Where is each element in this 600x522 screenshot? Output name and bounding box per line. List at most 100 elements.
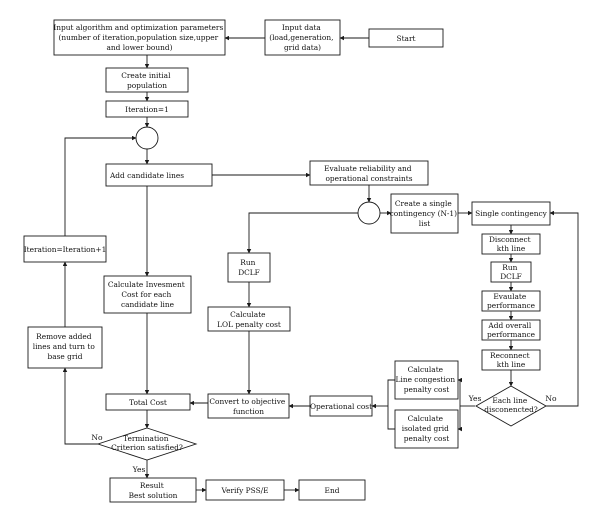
label-each-line-no: No <box>545 394 557 403</box>
node-add-overall: Add overall performance <box>481 319 541 341</box>
node-evaluate-performance: Evaulate performance <box>481 290 541 312</box>
node-remove-line-1: Remove added <box>36 332 92 341</box>
node-reconnect-line-1: Reconnect <box>490 351 530 360</box>
node-input-params: Input algorithm and optimization paramet… <box>53 19 226 56</box>
decision-each-line: Each line disconencted? <box>475 385 547 427</box>
node-isolated-grid: Calculate isolated grid penalty cost <box>394 409 459 449</box>
node-input-data-line-3: grid data) <box>284 43 321 52</box>
node-run-dclf-left-line-2: DCLF <box>238 268 260 277</box>
label-each-line-yes: Yes <box>468 394 482 403</box>
node-create-list-line-2: contingency (N-1) <box>390 209 458 218</box>
node-result: Result Best solution <box>109 477 197 503</box>
node-result-line-1: Result <box>140 481 164 490</box>
edge-junction2-to-run-dclf <box>246 212 358 254</box>
decision-termination-line-2: Criterion satisfied? <box>111 443 183 452</box>
node-input-params-line-2: (number of iteration,population size,upp… <box>58 33 218 42</box>
node-result-line-2: Best solution <box>129 491 178 500</box>
node-investment-cost: Calculate Invesment Cost for each candid… <box>103 275 192 314</box>
node-start: Start <box>368 28 444 48</box>
node-iteration-init: Iteration=1 <box>105 100 189 118</box>
node-run-dclf-right-line-1: Run <box>502 263 517 272</box>
node-disconnect: Disconnect kth line <box>481 233 541 255</box>
node-input-data-line-1: Input data <box>282 23 322 32</box>
node-invest-line-3: candidate line <box>121 300 174 309</box>
label-termination-yes: Yes <box>132 465 146 474</box>
svg-text:Run DCLF: Run DCLF <box>500 263 522 281</box>
node-run-dclf-left: Run DCLF <box>227 252 271 283</box>
node-iteration-init-label: Iteration=1 <box>125 105 169 114</box>
node-total-label: Total Cost <box>129 398 167 407</box>
node-create-list: Create a single contingency (N-1) list <box>390 193 459 234</box>
node-isolated-line-2: isolated grid <box>402 424 449 433</box>
edge-isolated-to-bracket <box>387 406 395 430</box>
svg-text:Add overall performance: Add overall performance <box>487 321 535 339</box>
node-input-data: Input data (load,generation, grid data) <box>264 19 341 56</box>
node-remove-lines: Remove added lines and turn to base grid <box>27 326 103 369</box>
node-reconnect: Reconnect kth line <box>481 349 541 371</box>
svg-text:Evaulate performance: Evaulate performance <box>487 292 535 310</box>
node-line-cong-line-1: Calculate <box>408 365 443 374</box>
edge-iter-inc-to-junction <box>64 135 137 236</box>
svg-text:Create initial populatio: Create initial population <box>121 71 173 90</box>
node-start-label: Start <box>397 34 416 43</box>
node-add-lines-label: Add candidate lines <box>109 171 184 180</box>
svg-text:Disconnect kth line: Disconnect kth line <box>489 235 533 253</box>
node-input-data-line-2: (load,generation, <box>269 33 333 42</box>
junction-loop <box>135 126 159 150</box>
node-create-list-line-3: list <box>419 219 431 228</box>
node-invest-line-2: Cost for each <box>121 290 171 299</box>
edge-each-line-no-loop <box>545 210 579 407</box>
svg-text:Calculate isolated grid: Calculate isolated grid penalty cost <box>402 414 452 443</box>
node-run-dclf-right-line-2: DCLF <box>500 272 522 281</box>
node-iteration-increment: Iteration=Iteration+1 <box>23 235 107 263</box>
svg-text:Termination Criterion sa: Termination Criterion satisfied? <box>111 434 183 452</box>
decision-each-line-line-2: disconencted? <box>484 405 538 414</box>
node-input-params-line-3: and lower bound) <box>107 43 173 52</box>
svg-text:Calculate Invesment Cost: Calculate Invesment Cost for each candid… <box>108 280 187 309</box>
node-isolated-line-3: penalty cost <box>404 434 450 443</box>
node-create-pop-line-2: population <box>127 81 167 90</box>
node-lol-line-2: LOL penalty cost <box>217 320 281 329</box>
node-run-dclf-right: Run DCLF <box>490 261 532 283</box>
decision-termination-line-1: Termination <box>123 434 169 443</box>
node-run-dclf-left-line-1: Run <box>240 258 255 267</box>
node-eval-line-1: Evaluate reliability and <box>324 164 412 173</box>
node-create-pop-line-1: Create initial <box>121 71 171 80</box>
node-end: End <box>298 479 366 501</box>
edge-termination-no <box>62 367 98 445</box>
node-evaluate-line-2: performance <box>487 301 535 310</box>
node-isolated-line-1: Calculate <box>408 414 443 423</box>
node-reconnect-line-2: kth line <box>497 360 525 369</box>
node-disconnect-line-1: Disconnect <box>489 235 531 244</box>
node-iter-inc-label: Iteration=Iteration+1 <box>24 245 107 254</box>
svg-text:Evaluate reliability and: Evaluate reliability and operational con… <box>324 164 414 183</box>
decision-each-line-line-1: Each line <box>492 396 527 405</box>
node-add-overall-line-1: Add overall <box>487 321 531 330</box>
node-op-cost-label: Operational cost <box>310 402 372 411</box>
node-line-congestion: Calculate Line congestion penalty cost <box>394 360 459 400</box>
node-end-label: End <box>325 486 340 495</box>
svg-text:Input algorithm and optimizati: Input algorithm and optimization paramet… <box>53 23 225 52</box>
node-line-cong-line-3: penalty cost <box>404 385 450 394</box>
svg-text:Remove added lines and t: Remove added lines and turn to base grid <box>33 332 97 361</box>
svg-text:Each line disconencted?: Each line disconencted? <box>484 396 538 414</box>
node-disconnect-line-2: kth line <box>497 244 525 253</box>
node-verify: Verify PSS/E <box>205 479 285 501</box>
node-single-label: Single contingency <box>475 209 547 218</box>
node-evaluate-line-1: Evaulate <box>493 292 526 301</box>
connectors <box>62 35 579 493</box>
svg-text:Run DCLF: Run DCLF <box>238 258 260 277</box>
node-create-list-line-1: Create a single <box>395 199 452 208</box>
node-eval-reliability: Evaluate reliability and operational con… <box>309 160 429 186</box>
svg-text:Convert to objective fun: Convert to objective function <box>209 397 287 416</box>
edge-line-cong-to-bracket <box>387 379 395 406</box>
node-single-contingency: Single contingency <box>471 201 551 226</box>
junction-evaluate <box>357 201 381 225</box>
node-invest-line-1: Calculate Invesment <box>108 280 185 289</box>
node-input-params-line-1: Input algorithm and optimization paramet… <box>53 23 223 32</box>
node-add-overall-line-2: performance <box>487 330 535 339</box>
node-remove-line-3: base grid <box>47 352 82 361</box>
node-lol-penalty: Calculate LOL penalty cost <box>207 306 291 332</box>
node-operational-cost: Operational cost <box>309 395 373 417</box>
